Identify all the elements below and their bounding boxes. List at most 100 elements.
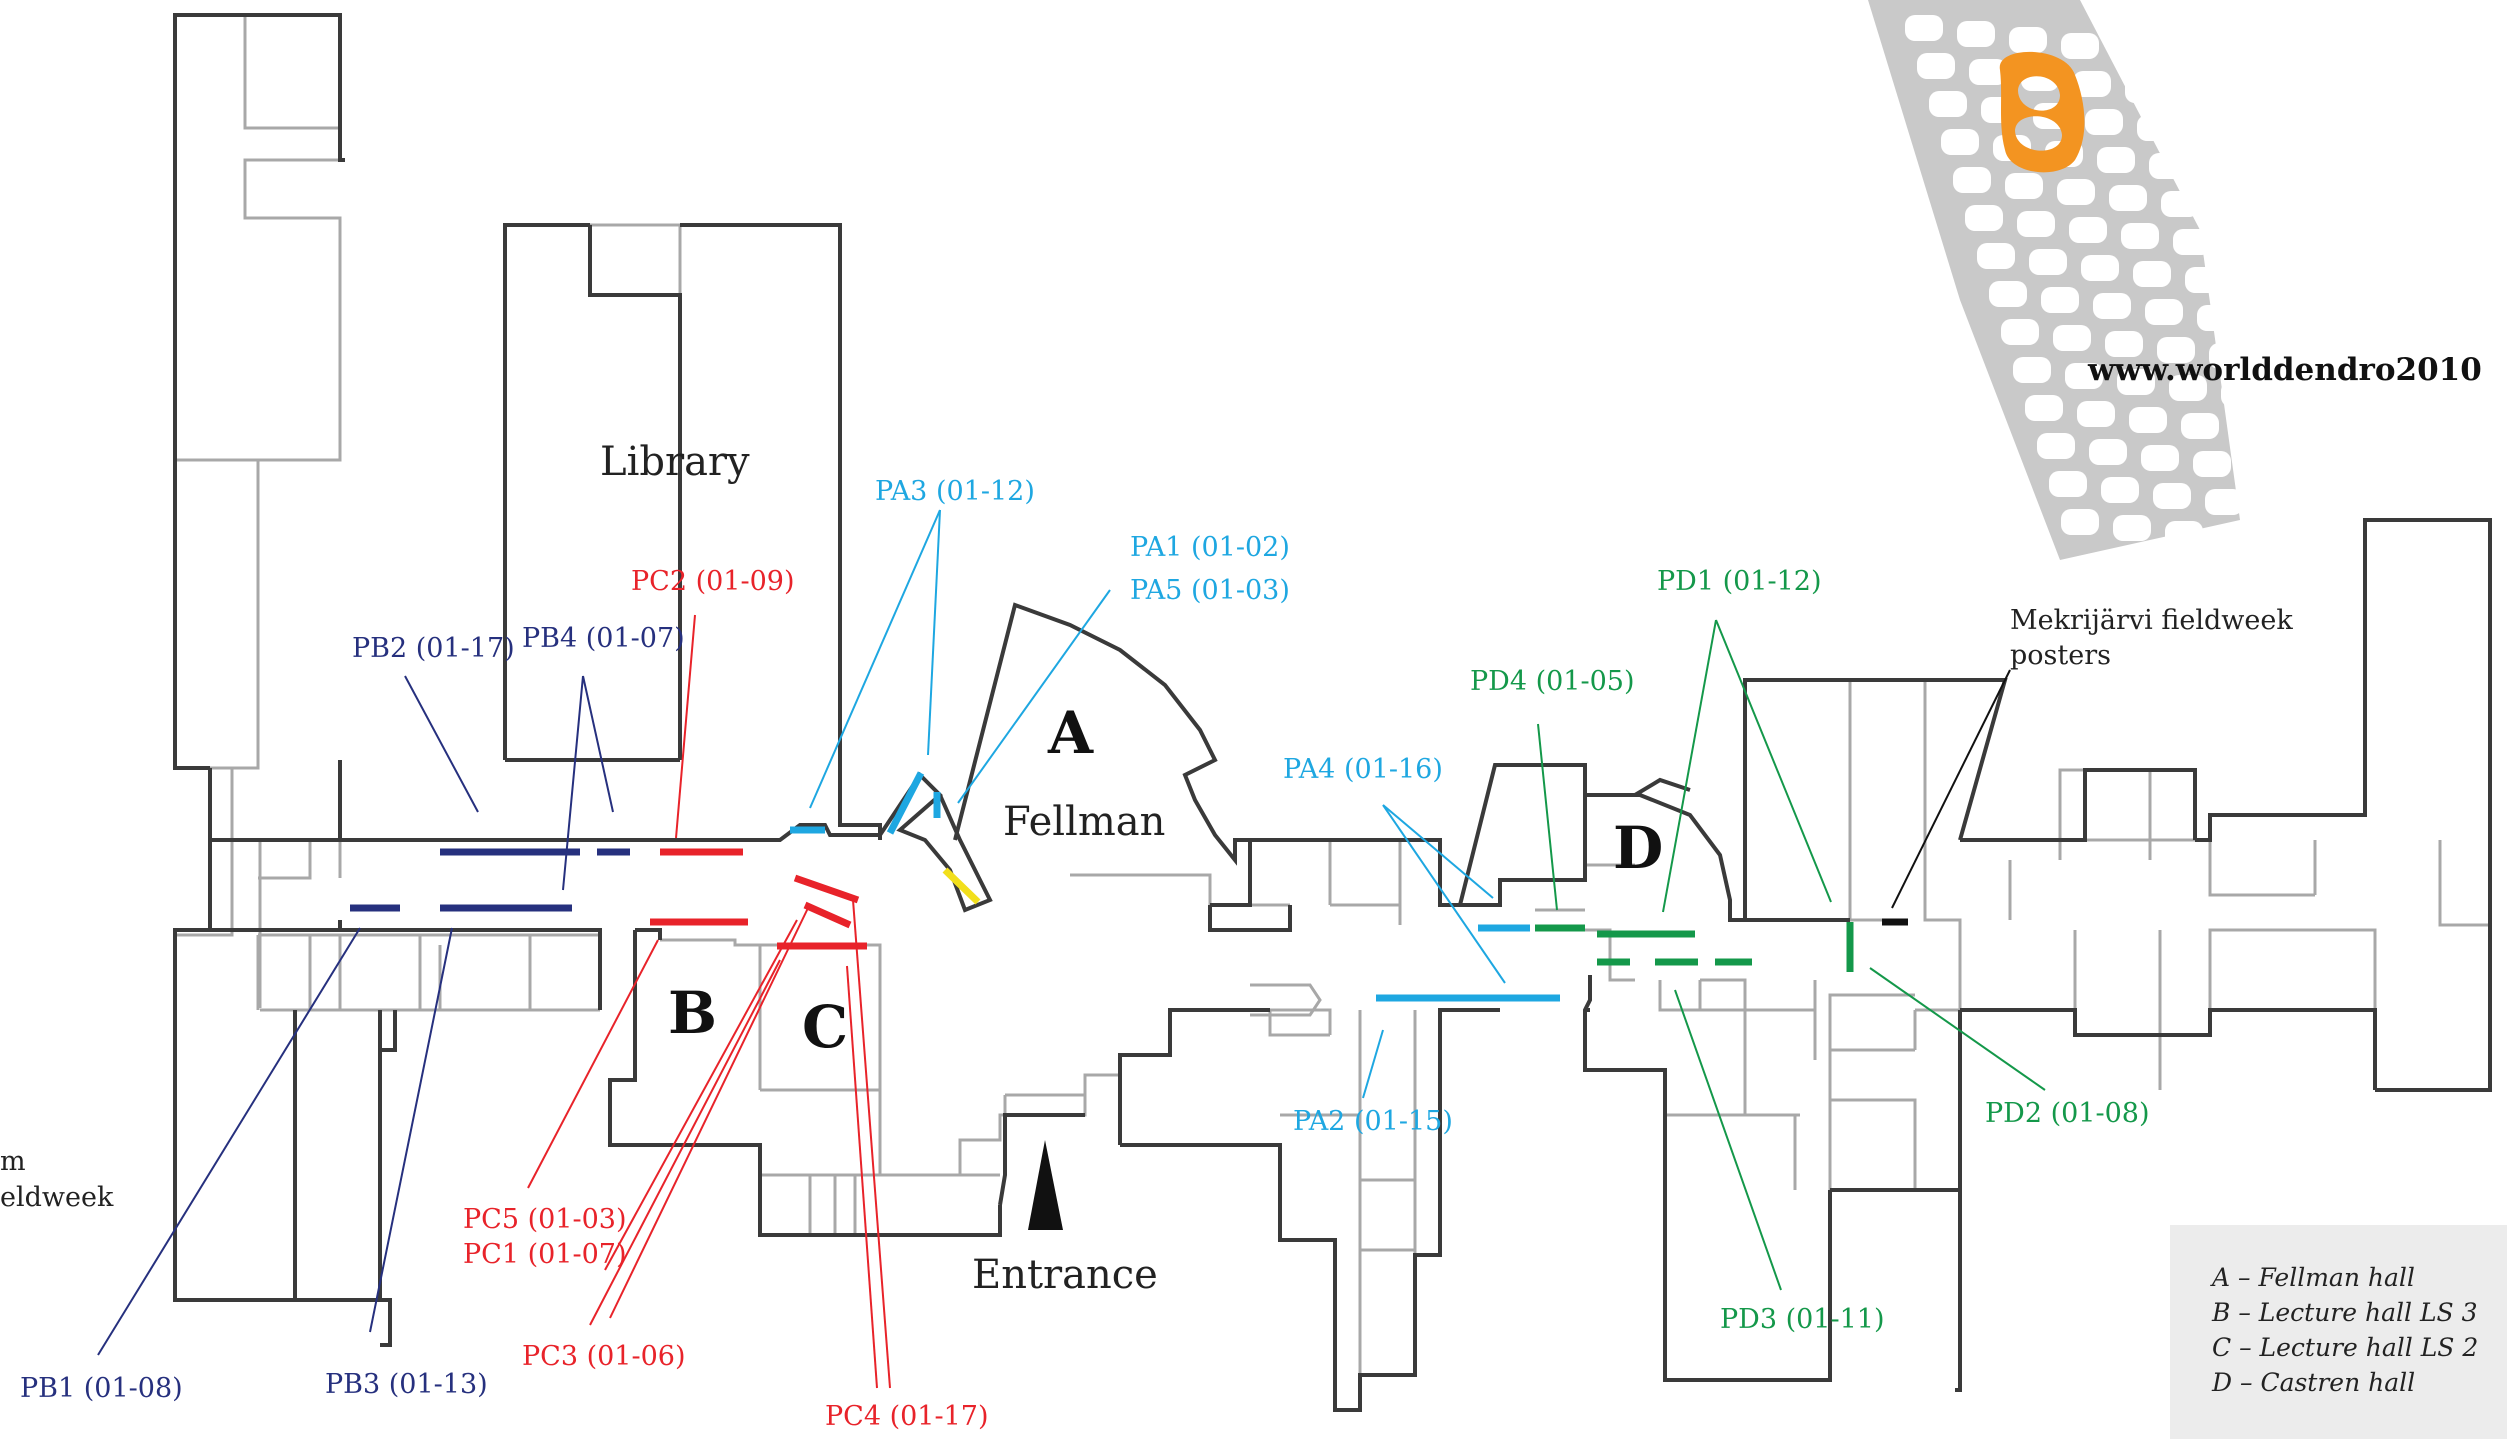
leader-lines xyxy=(97,509,2046,1389)
logo-cell xyxy=(2029,249,2067,275)
label-pa2: PA2 (01-15) xyxy=(1293,1106,1453,1137)
mekrijarvi-label-line1: Mekrijärvi fieldweek xyxy=(2010,605,2293,636)
hall-c-letter: C xyxy=(802,993,848,1061)
logo-cell xyxy=(2117,369,2155,395)
logo-cell xyxy=(2141,445,2179,471)
entrance-arrow-icon xyxy=(1028,1140,1063,1230)
logo-cell xyxy=(2137,115,2175,141)
logo-cell xyxy=(2005,173,2043,199)
logo-cell xyxy=(2049,471,2087,497)
logo-cell xyxy=(2221,381,2259,407)
logo-cell xyxy=(2097,147,2135,173)
label-pa3: PA3 (01-12) xyxy=(875,476,1035,507)
logo-cell xyxy=(2193,451,2231,477)
logo-cell xyxy=(2185,267,2223,293)
entrance-label: Entrance xyxy=(972,1252,1158,1298)
fellman-label: Fellman xyxy=(1003,799,1165,845)
logo-cell xyxy=(1957,21,1995,47)
floor-plan-walls xyxy=(173,13,2492,1412)
logo-cell xyxy=(2157,337,2195,363)
logo-cell xyxy=(2153,483,2191,509)
logo-cell xyxy=(2009,27,2047,53)
logo-cell xyxy=(2161,191,2199,217)
label-pd3: PD3 (01-11) xyxy=(1720,1304,1884,1335)
label-pd4: PD4 (01-05) xyxy=(1470,666,1634,697)
logo-cell xyxy=(1941,129,1979,155)
logo-cell xyxy=(2129,407,2167,433)
logo-cell xyxy=(2181,413,2219,439)
logo-cell xyxy=(2017,211,2055,237)
logo-cell xyxy=(2145,299,2183,325)
label-pa4: PA4 (01-16) xyxy=(1283,754,1443,785)
label-pc4: PC4 (01-17) xyxy=(825,1401,989,1432)
logo-cell xyxy=(2149,153,2187,179)
label-pc3: PC3 (01-06) xyxy=(522,1341,686,1372)
mekrijarvi-label-line2: posters xyxy=(2010,640,2111,671)
hall-d-letter: D xyxy=(1613,814,1663,882)
logo-cell xyxy=(2209,343,2247,369)
logo-cell xyxy=(2001,319,2039,345)
logo-cell xyxy=(2197,305,2235,331)
logo-cell xyxy=(2077,401,2115,427)
label-pb3: PB3 (01-13) xyxy=(325,1369,488,1400)
logo-cell xyxy=(2085,109,2123,135)
legend-item-c: C – Lecture hall LS 2 xyxy=(2212,1333,2478,1362)
logo-cell xyxy=(2101,477,2139,503)
logo-cell xyxy=(2073,71,2111,97)
label-pb1: PB1 (01-08) xyxy=(20,1373,183,1404)
logo-cell xyxy=(1965,205,2003,231)
left-note-line1: m xyxy=(0,1146,26,1177)
label-pd2: PD2 (01-08) xyxy=(1985,1098,2149,1129)
logo-cell xyxy=(2057,179,2095,205)
poster-labels: PB2 (01-17) PB4 (01-07) PB1 (01-08) PB3 … xyxy=(0,476,2293,1432)
logo-cell xyxy=(2089,439,2127,465)
logo-cell xyxy=(2025,395,2063,421)
logo-cell xyxy=(2013,357,2051,383)
poster-boards xyxy=(350,771,1908,1002)
logo-cell xyxy=(1905,15,1943,41)
logo-cell xyxy=(1977,243,2015,269)
label-pa1: PA1 (01-02) xyxy=(1130,532,1290,563)
logo-cell xyxy=(2113,39,2151,65)
logo-cell xyxy=(2165,521,2203,547)
worlddendro-logo xyxy=(1868,0,2259,560)
logo-cell xyxy=(1929,91,1967,117)
logo-cell xyxy=(2041,287,2079,313)
logo-cell xyxy=(2093,293,2131,319)
legend-box xyxy=(2170,1225,2507,1439)
legend-item-a: A – Fellman hall xyxy=(2210,1263,2415,1292)
label-pc5: PC5 (01-03) xyxy=(463,1204,627,1235)
logo-cell xyxy=(1969,59,2007,85)
label-pd1: PD1 (01-12) xyxy=(1657,566,1821,597)
logo-cell xyxy=(2205,489,2243,515)
logo-cell xyxy=(2037,433,2075,459)
logo-cell xyxy=(2081,255,2119,281)
label-pa5: PA5 (01-03) xyxy=(1130,575,1290,606)
legend: A – Fellman hall B – Lecture hall LS 3 C… xyxy=(2170,1225,2507,1439)
logo-cell xyxy=(2217,527,2255,553)
logo-cell xyxy=(2105,331,2143,357)
label-pc2: PC2 (01-09) xyxy=(631,566,795,597)
logo-cell xyxy=(2069,217,2107,243)
logo-cell xyxy=(2133,261,2171,287)
hall-a-letter: A xyxy=(1047,699,1094,767)
logo-cell xyxy=(2065,363,2103,389)
hall-b-letter: B xyxy=(668,979,717,1047)
library-label: Library xyxy=(600,439,750,485)
logo-cell xyxy=(2061,33,2099,59)
logo-cell xyxy=(2125,77,2163,103)
logo-cell xyxy=(2109,185,2147,211)
poster-board-pc3 xyxy=(803,901,852,929)
label-pb4: PB4 (01-07) xyxy=(522,623,685,654)
logo-cell xyxy=(2113,515,2151,541)
logo-cell xyxy=(1917,53,1955,79)
logo-cell xyxy=(2173,229,2211,255)
room-labels: Library Fellman Entrance A B C D xyxy=(600,439,1663,1298)
legend-item-b: B – Lecture hall LS 3 xyxy=(2211,1298,2478,1327)
website-url: www.worlddendro2010 xyxy=(2087,352,2482,388)
logo-cell xyxy=(2061,509,2099,535)
logo-cell xyxy=(1989,281,2027,307)
poster-board-pa3-b xyxy=(886,771,925,835)
logo-cell xyxy=(1953,167,1991,193)
legend-item-d: D – Castren hall xyxy=(2211,1368,2415,1397)
